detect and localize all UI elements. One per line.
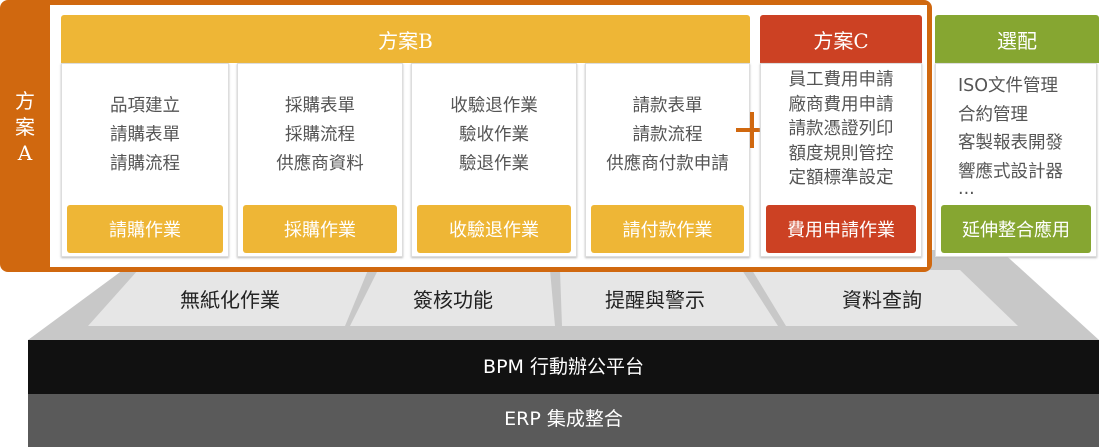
list-item: 採購流程 xyxy=(285,125,355,145)
list-item: 品項建立 xyxy=(110,96,180,116)
feature-tile-4 xyxy=(752,270,1018,326)
feature-tile-3 xyxy=(560,270,778,326)
payment-button[interactable]: 請付款作業 xyxy=(591,205,744,253)
list-item: 供應商資料 xyxy=(276,154,364,174)
list-item: 供應商付款申請 xyxy=(606,154,729,174)
bpm-platform-bar: BPM 行動辦公平台 xyxy=(28,340,1099,394)
feature-tile-1 xyxy=(88,270,368,326)
feature-query: 資料查詢 xyxy=(842,288,922,312)
platform-base xyxy=(28,250,1099,340)
plan-b-header: 方案B xyxy=(61,15,750,63)
list-item: ISO文件管理 xyxy=(958,76,1059,96)
list-item: ... xyxy=(958,186,975,198)
feature-approval: 簽核功能 xyxy=(413,288,493,312)
plan-b-column-purchase: 採購表單 採購流程 供應商資料 採購作業 xyxy=(237,63,403,257)
plan-a-label: 方 案 A xyxy=(0,88,50,166)
list-item: 額度規則管控 xyxy=(788,143,894,164)
plan-b-column-requisition: 品項建立 請購表單 請購流程 請購作業 xyxy=(61,63,229,257)
plus-icon xyxy=(736,112,772,148)
requisition-button[interactable]: 請購作業 xyxy=(67,205,223,253)
optional-column: ISO文件管理 合約管理 客製報表開發 響應式設計器 ... 延伸整合應用 xyxy=(935,63,1097,257)
erp-integration-bar: ERP 集成整合 xyxy=(28,394,1099,447)
plan-a-label-char: A xyxy=(17,141,33,165)
receiving-button[interactable]: 收驗退作業 xyxy=(417,205,571,253)
plan-c-header: 方案C xyxy=(760,15,922,63)
plan-c-column: 員工費用申請 廠商費用申請 請款憑證列印 額度規則管控 定額標準設定 費用申請作… xyxy=(760,63,922,257)
expense-application-button[interactable]: 費用申請作業 xyxy=(766,205,916,253)
plan-b-column-receiving: 收驗退作業 驗收作業 驗退作業 收驗退作業 xyxy=(411,63,577,257)
plan-a-label-char: 方 xyxy=(15,89,35,113)
list-item: 客製報表開發 xyxy=(958,133,1063,153)
purchase-button[interactable]: 採購作業 xyxy=(243,205,397,253)
list-item: 收驗退作業 xyxy=(450,96,538,116)
list-item: 響應式設計器 xyxy=(958,161,1063,182)
list-item: 員工費用申請 xyxy=(788,70,894,90)
list-item: 廠商費用申請 xyxy=(788,94,894,115)
list-item: 請款流程 xyxy=(632,125,703,145)
feature-tile-2 xyxy=(350,270,555,326)
feature-alerts: 提醒與警示 xyxy=(605,288,705,312)
extension-integration-button[interactable]: 延伸整合應用 xyxy=(941,205,1091,253)
list-item: 驗退作業 xyxy=(459,154,529,174)
feature-paperless: 無紙化作業 xyxy=(180,288,280,312)
plan-b-column-payment: 請款表單 請款流程 供應商付款申請 請付款作業 xyxy=(585,63,750,257)
list-item: 請購表單 xyxy=(110,125,180,145)
list-item: 驗收作業 xyxy=(459,125,529,145)
list-item: 合約管理 xyxy=(958,104,1028,125)
list-item: 請款表單 xyxy=(632,96,703,116)
list-item: 請款憑證列印 xyxy=(788,119,894,139)
plan-a-label-char: 案 xyxy=(15,115,35,139)
list-item: 請購流程 xyxy=(110,154,180,174)
list-item: 採購表單 xyxy=(285,96,355,116)
optional-header: 選配 xyxy=(935,15,1099,63)
list-item: 定額標準設定 xyxy=(788,168,894,188)
